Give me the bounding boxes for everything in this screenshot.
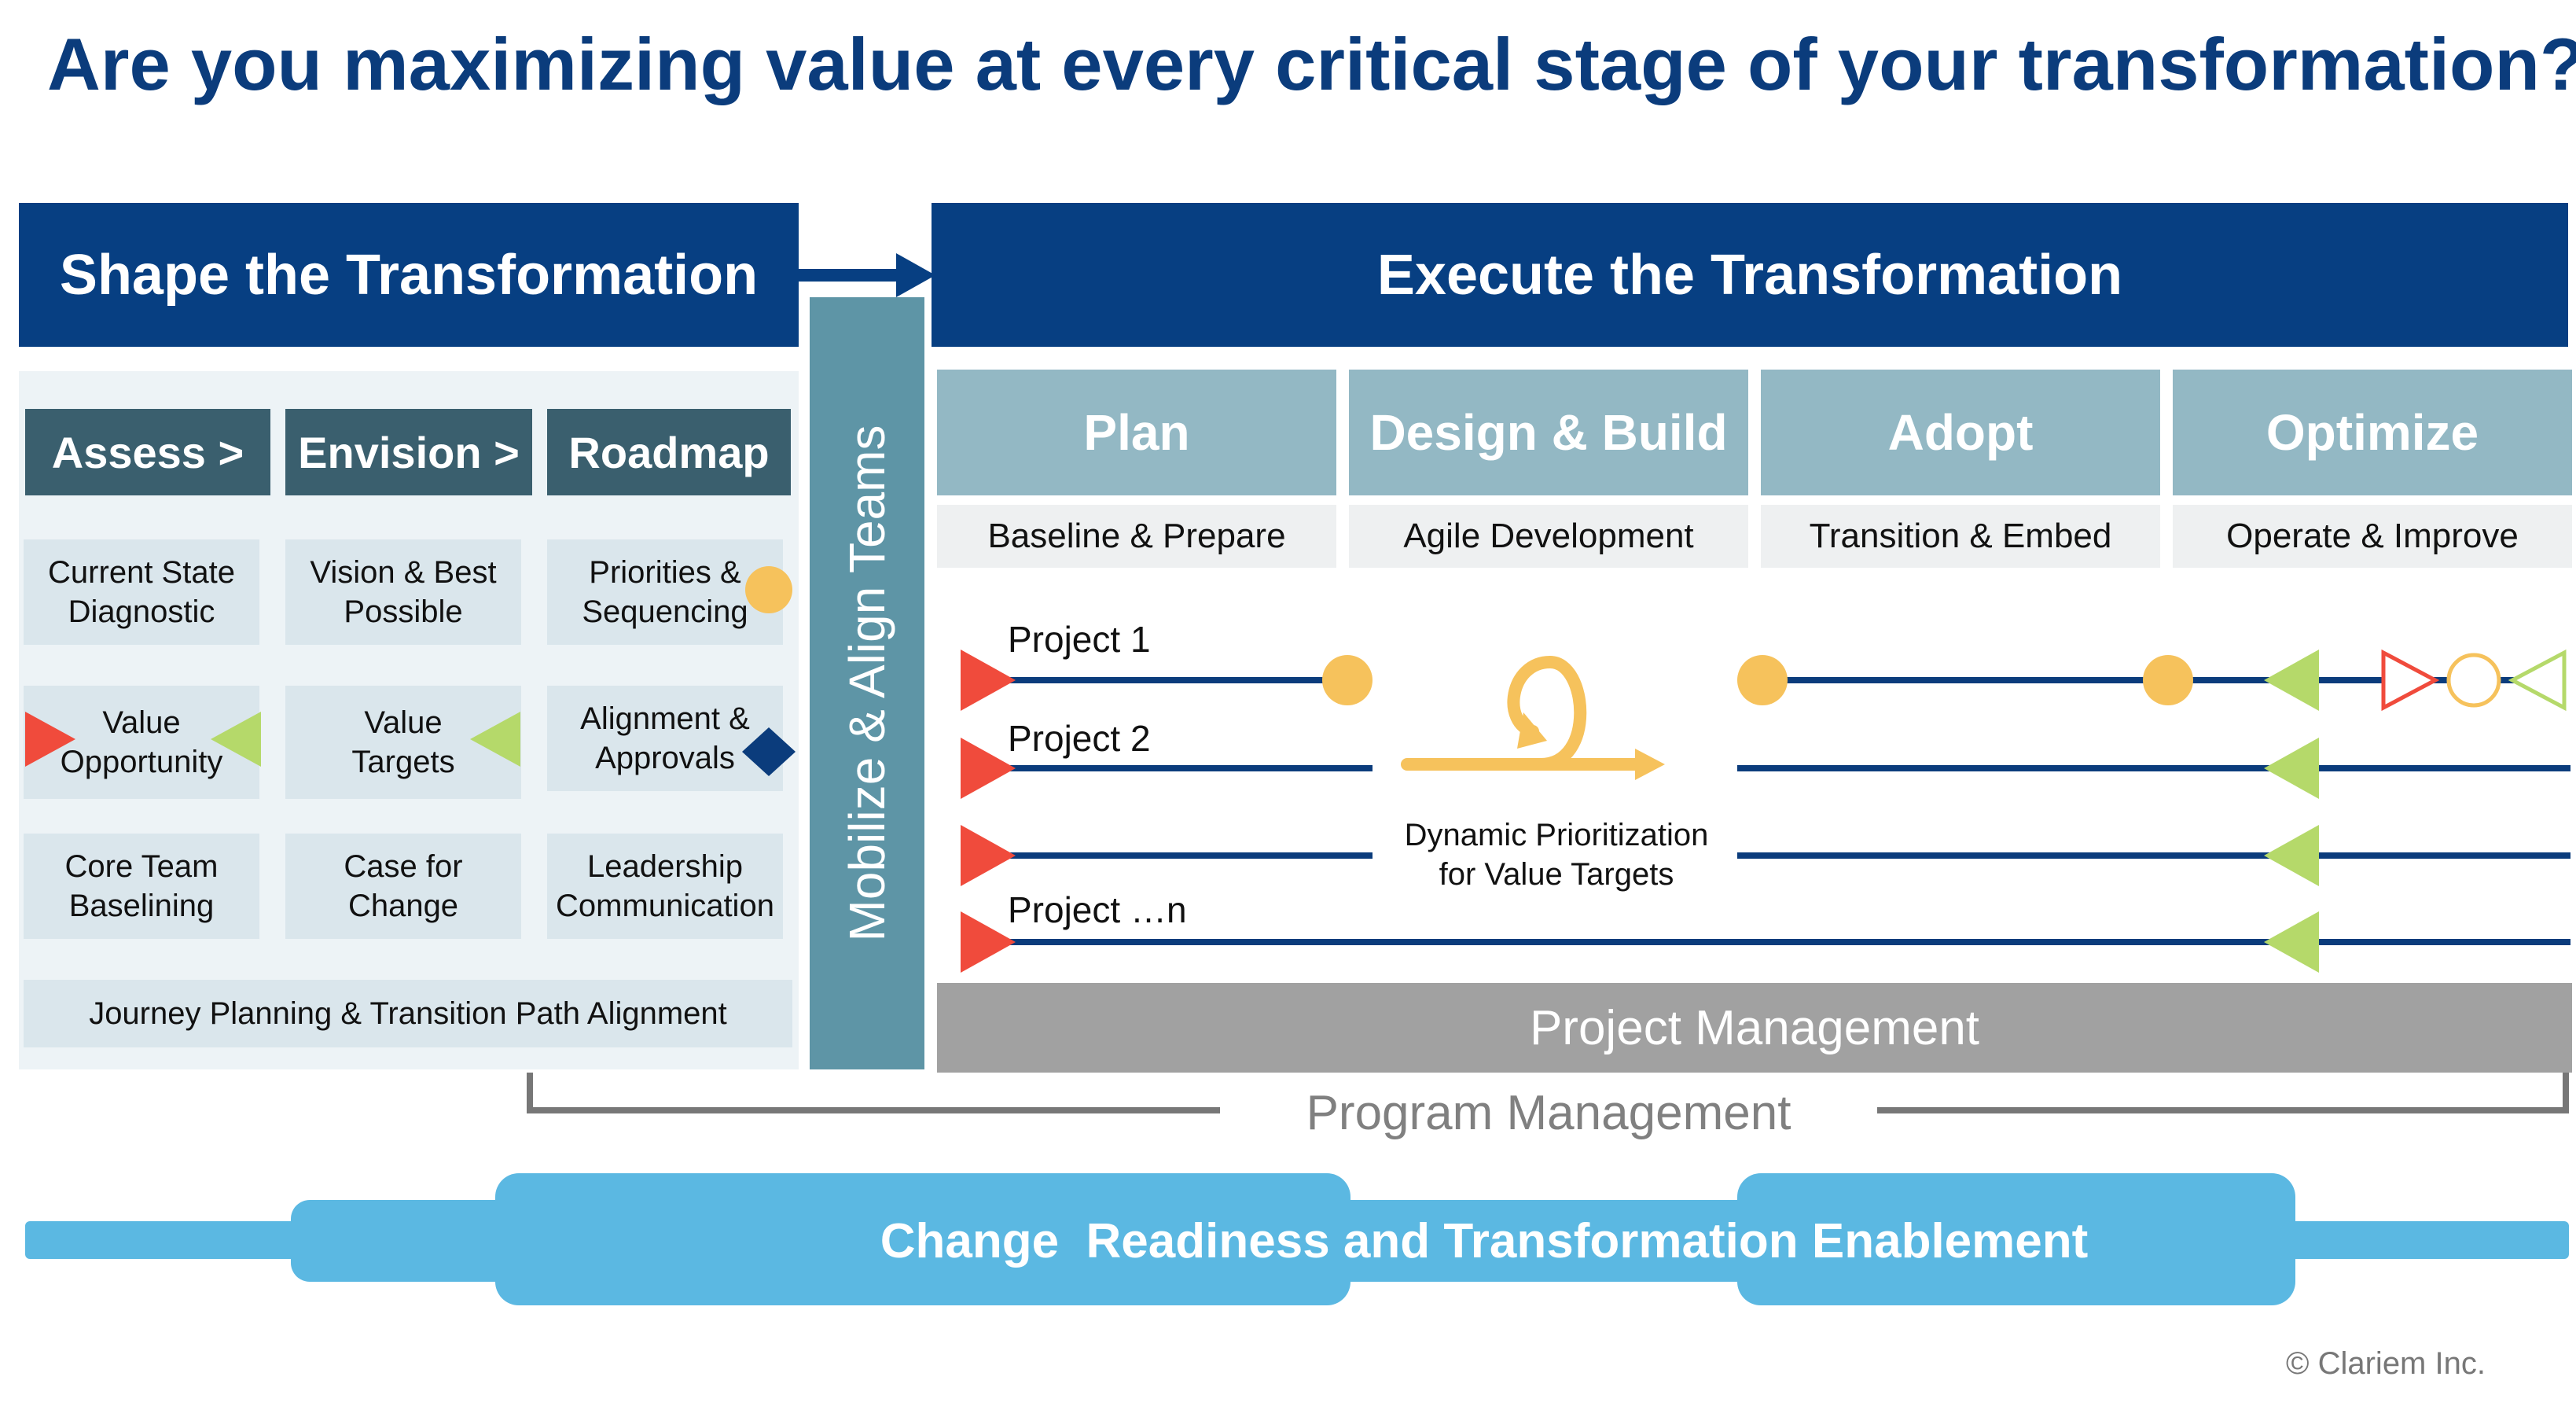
red-triangle-marker <box>961 650 1016 711</box>
cell-current-state: Current State Diagnostic <box>24 539 259 645</box>
page-title: Are you maximizing value at every critic… <box>47 23 2576 105</box>
phase-roadmap: Roadmap <box>547 409 791 495</box>
green-triangle-marker <box>2264 825 2319 886</box>
shape-header: Shape the Transformation <box>19 203 799 347</box>
green-triangle-marker <box>2264 911 2319 973</box>
cell-alignment: Alignment & Approvals <box>547 686 783 791</box>
yellow-circle-marker <box>1737 655 1788 705</box>
change-banner-label: Change Readiness and Transformation Enab… <box>880 1213 2089 1268</box>
project-management-label: Project Management <box>1529 1000 1980 1055</box>
loop-arrowhead <box>1635 749 1665 780</box>
yellow-outline-circle-marker <box>2446 653 2501 708</box>
mobilize-column: Mobilize & Align Teams <box>810 297 924 1069</box>
phase-envision: Envision > <box>285 409 532 495</box>
change-banner-left-body <box>495 1173 1350 1305</box>
execute-title: Execute the Transformation <box>1376 243 2123 307</box>
green-triangle-marker <box>211 712 261 767</box>
green-triangle-marker <box>2264 738 2319 799</box>
loop-inner-arrowhead <box>1517 712 1547 749</box>
yellow-circle-marker <box>745 566 792 613</box>
flow-arrowhead <box>896 253 935 297</box>
change-banner-center <box>1336 1200 1761 1282</box>
substage-baseline: Baseline & Prepare <box>937 505 1336 568</box>
substage-agile: Agile Development <box>1349 505 1748 568</box>
cell-vision: Vision & Best Possible <box>285 539 521 645</box>
copyright: © Clariem Inc. <box>2286 1346 2486 1381</box>
green-triangle-marker <box>2264 650 2319 711</box>
yellow-circle-marker <box>1322 655 1373 705</box>
project-n-label: Project …n <box>1008 889 1187 930</box>
cell-core-team: Core Team Baselining <box>24 834 259 939</box>
journey-planning: Journey Planning & Transition Path Align… <box>24 980 792 1047</box>
project-1-label: Project 1 <box>1008 619 1151 660</box>
cell-case-for-change: Case for Change <box>285 834 521 939</box>
navy-diamond-marker <box>742 727 796 776</box>
red-triangle-marker <box>961 738 1016 799</box>
red-triangle-marker <box>961 911 1016 973</box>
change-banner-right-body <box>1737 1173 2295 1305</box>
cell-priorities: Priorities & Sequencing <box>547 539 783 645</box>
stage-design-build: Design & Build <box>1349 370 1748 495</box>
program-management-label: Program Management <box>1306 1085 1791 1140</box>
stage-optimize: Optimize <box>2173 370 2572 495</box>
stage-plan: Plan <box>937 370 1336 495</box>
substage-transition: Transition & Embed <box>1761 505 2160 568</box>
execute-header: Execute the Transformation <box>932 203 2568 347</box>
red-triangle-marker <box>25 712 75 767</box>
green-outline-triangle-marker <box>2508 649 2567 712</box>
stage-adopt: Adopt <box>1761 370 2160 495</box>
cell-leadership: Leadership Communication <box>547 834 783 939</box>
red-outline-triangle-marker <box>2381 649 2440 712</box>
dynamic-prioritization-label: Dynamic Prioritization for Value Targets <box>1404 818 1709 892</box>
red-triangle-marker <box>961 825 1016 886</box>
substage-operate: Operate & Improve <box>2173 505 2572 568</box>
phase-assess: Assess > <box>25 409 270 495</box>
shape-title: Shape the Transformation <box>59 243 759 307</box>
project-2-label: Project 2 <box>1008 718 1151 759</box>
project-management-bar: Project Management <box>937 983 2572 1073</box>
loop-arrow-icon <box>1401 655 1645 771</box>
yellow-circle-marker <box>2143 655 2193 705</box>
green-triangle-marker <box>470 712 520 767</box>
